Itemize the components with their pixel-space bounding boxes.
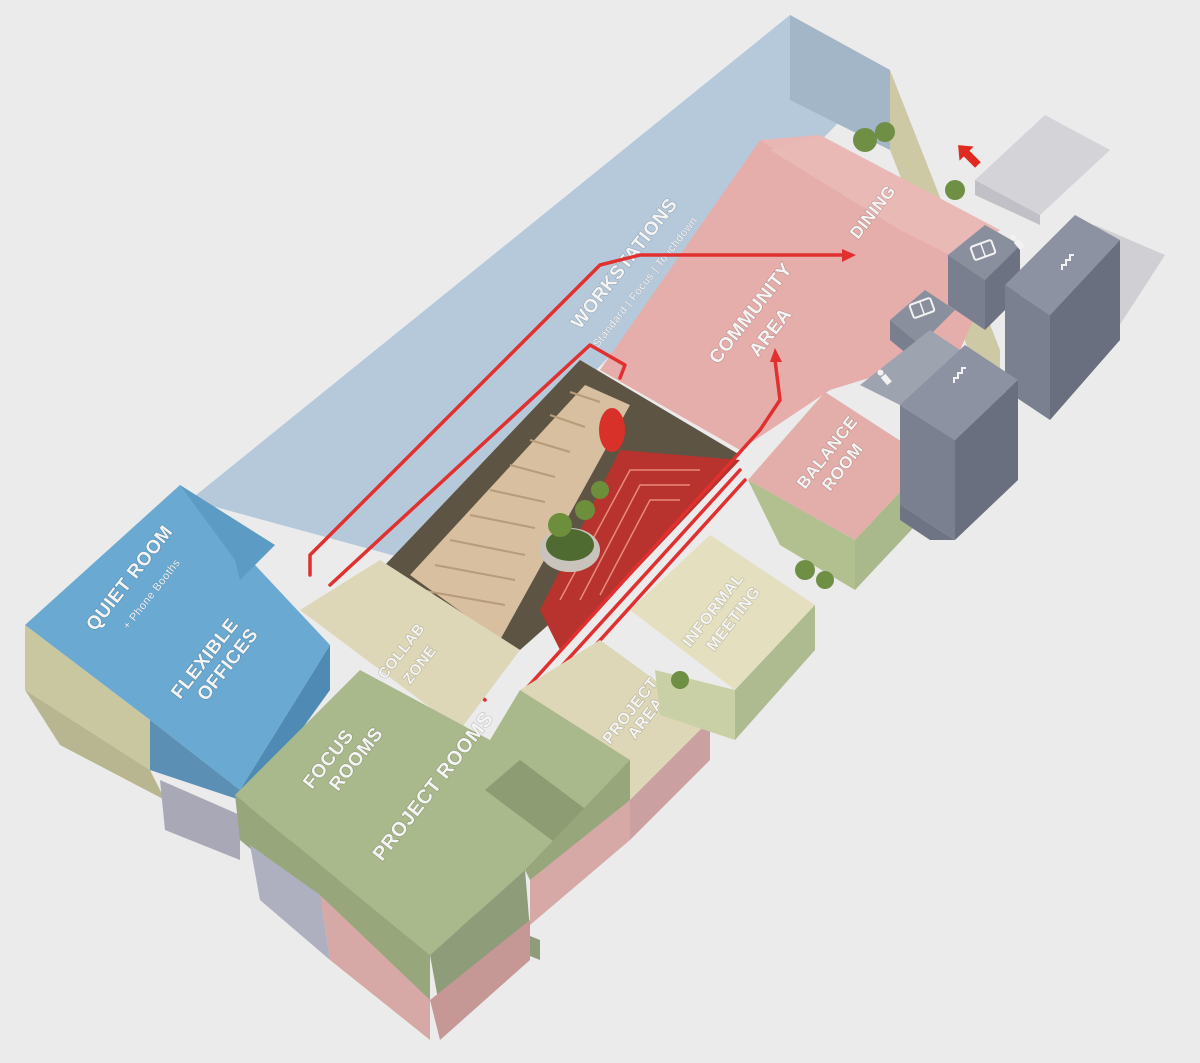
informal-meeting-block: INFORMAL MEETING — [630, 535, 815, 740]
collab-zone: COLLAB ZONE — [300, 560, 520, 730]
restroom-icon — [877, 369, 892, 386]
elevator-icon — [969, 239, 997, 261]
stair-icon — [1061, 254, 1074, 270]
plants — [671, 122, 965, 689]
quiet-room-block: QUIET ROOM + Phone Booths FLEXIBLE OFFIC… — [25, 485, 330, 860]
logo-disc — [599, 408, 625, 452]
service-cores — [860, 115, 1165, 540]
restroom-icon — [1010, 234, 1025, 251]
stair-icon — [953, 367, 966, 383]
project-area: PROJECT AREA — [520, 640, 710, 925]
entrance-arrow-icon — [958, 145, 981, 168]
project-rooms-block: FOCUS ROOMS PROJECT ROOMS — [235, 670, 630, 1040]
atrium-stair — [385, 360, 740, 650]
elevator-icon — [908, 297, 936, 319]
